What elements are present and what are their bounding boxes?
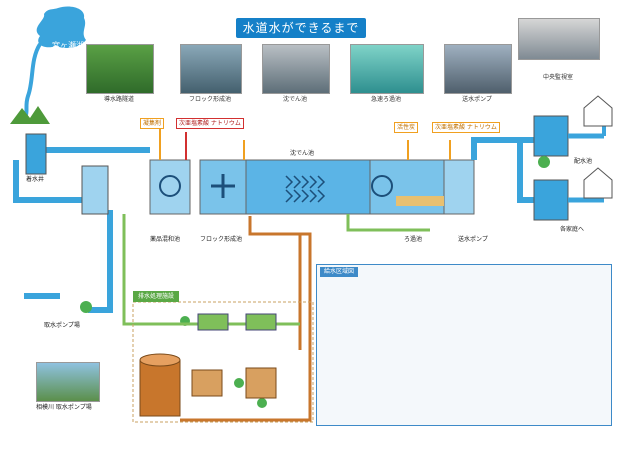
stage-label-reservoir: 配水池	[574, 158, 593, 165]
stage-label-mixing: 薬品混和池	[150, 236, 181, 243]
sludge-tank	[139, 359, 181, 417]
label-sagami-intake: 相模川 取水ポンプ場	[36, 404, 92, 411]
photo-intake	[36, 362, 100, 402]
chem-tag-hypochlorite-2: 次亜塩素酸 ナトリウム	[432, 122, 500, 133]
distribution-reservoir-2	[533, 179, 569, 221]
chem-tag-coagulant: 凝集剤	[140, 118, 165, 129]
mountain-icon	[10, 106, 50, 124]
stage-label-flocculation: フロック形成池	[200, 236, 243, 243]
caption-pump: 送水ポンプ	[462, 96, 492, 103]
lake-shape	[36, 6, 86, 49]
distribution-reservoir-1	[533, 115, 569, 157]
stage-label-sedimentation: 沈でん池	[290, 150, 315, 157]
photo-pump	[444, 44, 512, 94]
sludge-pipe	[180, 216, 312, 422]
chem-tag-carbon: 活性炭	[394, 122, 419, 133]
house-icon	[583, 95, 613, 199]
service-area-map	[316, 264, 612, 426]
sedimentation-tank	[245, 159, 371, 215]
label-receiving-well: 着水井	[26, 176, 45, 183]
photo-control-room	[518, 18, 600, 60]
filter-bed	[396, 196, 444, 206]
chem-tag-hypochlorite-1: 次亜塩素酸 ナトリウム	[176, 118, 244, 129]
caption-control-room: 中央監視室	[542, 74, 573, 81]
source-lake-label: 宮ヶ瀬湖	[52, 41, 84, 50]
stage-label-pump: 送水ポンプ	[458, 236, 488, 243]
settler-plates	[285, 175, 326, 203]
caption-sedimentation: 沈でん池	[282, 96, 307, 103]
receiving-well	[25, 133, 47, 175]
photo-filtration	[350, 44, 424, 94]
mixer-1	[159, 175, 181, 197]
caption-filtration: 急速ろ過池	[370, 96, 401, 103]
mixing-tank	[149, 159, 191, 215]
caption-tunnel: 導水路隧道	[103, 96, 134, 103]
label-intake-pump: 取水ポンプ場	[44, 322, 80, 329]
map-header: 給水区域図	[320, 267, 358, 277]
caption-flocculation: フロック形成池	[188, 96, 231, 103]
stage-label-filtration: ろ過池	[404, 236, 423, 243]
photo-tunnel	[86, 44, 154, 94]
page-title: 水道水ができるまで	[236, 18, 366, 38]
photo-sedimentation	[262, 44, 330, 94]
return-pipe	[122, 214, 300, 326]
label-to-homes: 各家庭へ	[560, 226, 585, 233]
photo-flocculation	[180, 44, 242, 94]
pump-icon	[538, 156, 550, 168]
sludge-section-header: 排水処理施設	[133, 291, 179, 302]
